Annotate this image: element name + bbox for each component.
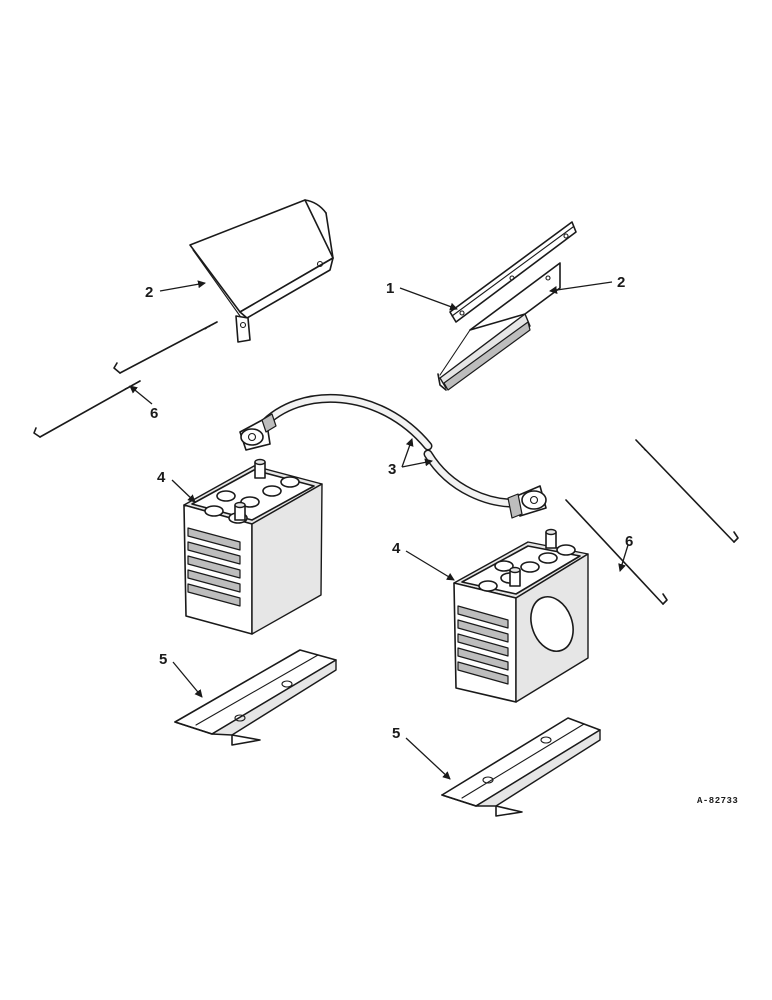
cable-terminal-left xyxy=(239,413,277,451)
callout-clamp: 1 xyxy=(386,280,394,297)
battery-right-ribs xyxy=(457,605,509,685)
callout-bracket-right: 2 xyxy=(617,274,625,291)
callout-bracket-left: 2 xyxy=(145,284,153,301)
callout-battery-left: 4 xyxy=(157,469,166,486)
battery-right-posts xyxy=(509,528,557,587)
callout-cable: 3 xyxy=(388,461,396,478)
callout-tray-left: 5 xyxy=(159,651,167,668)
tie-rod-right xyxy=(565,499,668,605)
callout-leaders xyxy=(129,280,629,780)
tie-rod-left xyxy=(33,380,141,438)
callout-labels: 2 1 2 6 3 4 4 6 5 5 xyxy=(145,274,633,742)
drawing-reference-code: A-82733 xyxy=(697,796,738,806)
hold-down-bracket-right xyxy=(437,262,561,391)
battery-left xyxy=(183,458,323,635)
tie-rod-far-right xyxy=(635,439,739,543)
battery-tray-right xyxy=(441,717,601,817)
battery-left-ribs xyxy=(187,527,241,607)
battery-right xyxy=(453,528,589,703)
callout-battery-right: 4 xyxy=(392,540,401,557)
callout-tray-right: 5 xyxy=(392,725,400,742)
clamp-bar xyxy=(449,221,577,323)
battery-left-posts xyxy=(234,458,266,521)
callout-rod-right: 6 xyxy=(625,533,633,550)
callout-rod-left: 6 xyxy=(150,405,158,422)
battery-cable xyxy=(239,393,547,519)
cable-terminal-right xyxy=(507,485,547,519)
tie-rod-upper xyxy=(113,321,218,374)
battery-tray-left xyxy=(174,649,337,746)
hold-down-bracket-left xyxy=(189,199,334,343)
